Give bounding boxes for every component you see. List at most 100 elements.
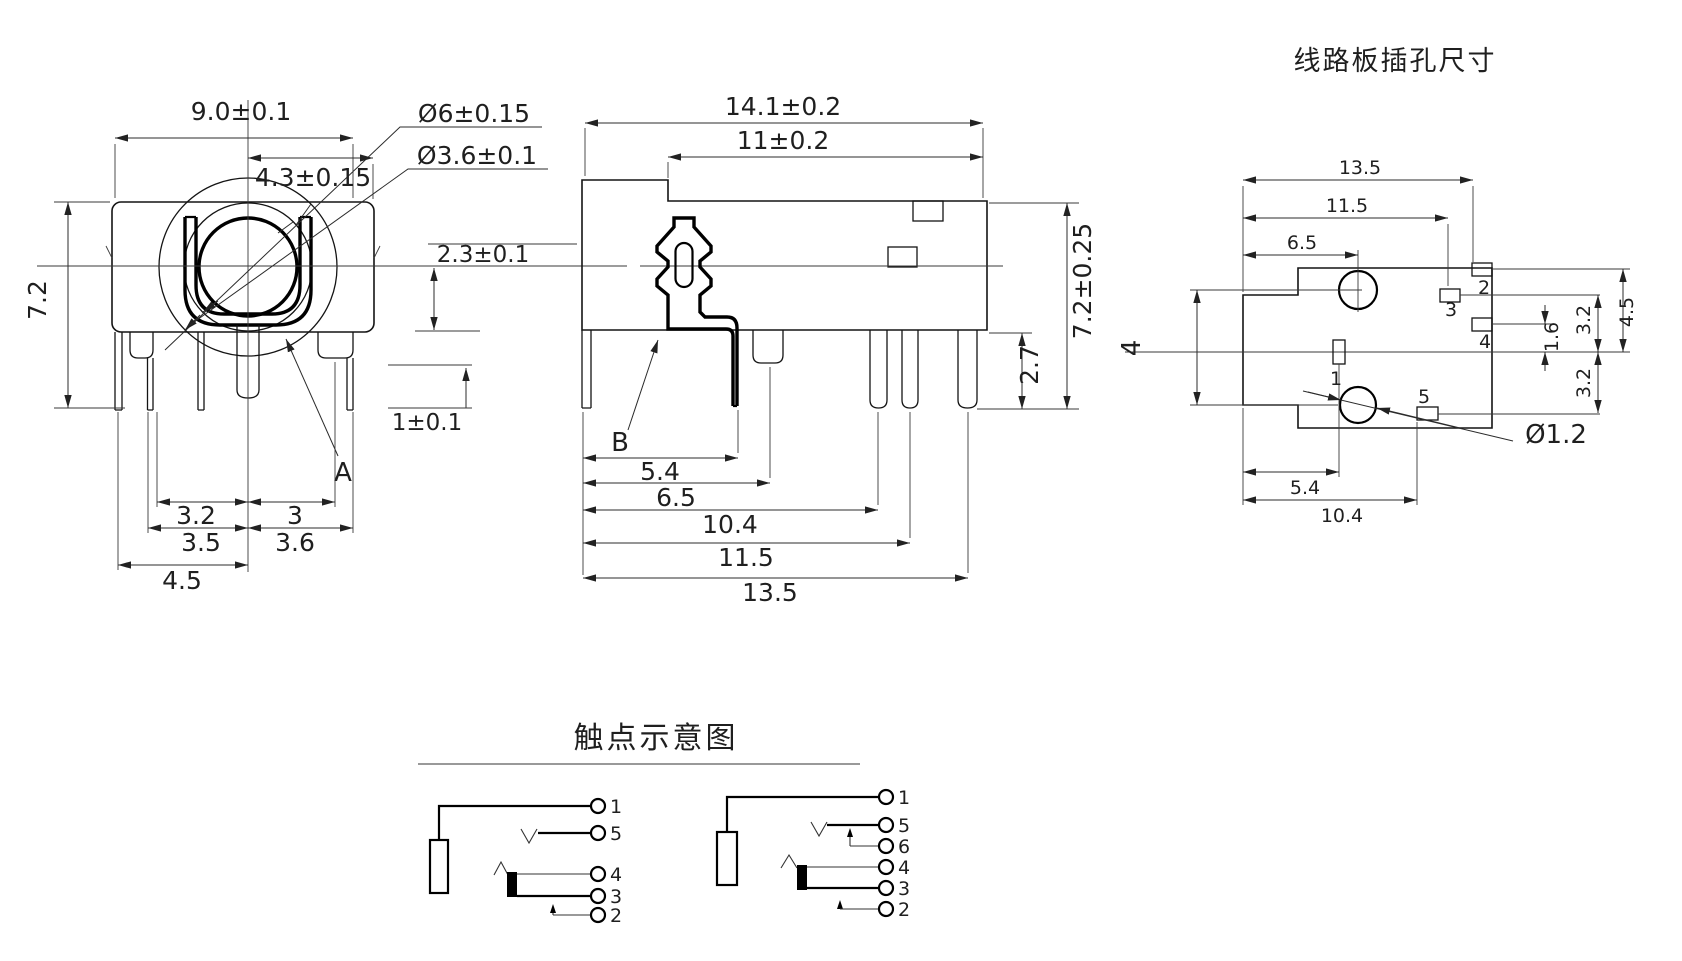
contact-schematic: 触点示意图 1 5 4 3 2 [418,721,910,927]
side-latch-slot [674,241,694,289]
pcb-dim-65-text: 6.5 [1287,232,1317,254]
right-terminal-3 [877,879,895,897]
label-a-leader [285,338,339,457]
right-contact-bar [797,865,807,890]
pcb-view-title: 线路板插孔尺寸 [1294,46,1497,77]
right-terminal-6 [877,837,895,855]
pcb-pad2-label: 2 [1478,277,1490,299]
side-pin-a [869,330,888,409]
dim-body-width-ext [114,144,354,198]
right-contact-caret [780,853,798,869]
right-line-t1 [725,795,879,832]
right-terminal-1 [877,788,895,806]
pcb-pad1-label: 1 [1330,368,1342,390]
front-pin-right-lead [346,358,354,411]
pcb-dim-115-text: 11.5 [1326,195,1368,217]
right-terminal-2 [877,900,895,918]
pcb-pad5-label: 5 [1418,386,1430,408]
pcb-pad-4 [1471,317,1493,332]
pcb-dim-45-text: 4.5 [1616,297,1638,327]
right-terminal-6-label: 6 [898,836,910,858]
dim-32-text: 3.2 [176,501,216,530]
right-terminal-3-label: 3 [898,878,910,900]
left-line-t1 [437,804,591,840]
dim-body-height-ext [54,201,125,409]
left-terminal-4 [589,865,607,883]
pcb-hole-dia-arrow-right [1376,407,1461,429]
schematic-right-circuit: 1 5 6 4 3 2 [715,787,910,921]
pcb-pad-3 [1439,288,1461,303]
left-terminal-3-label: 3 [610,886,622,908]
left-contact-v [520,828,538,845]
left-terminal-4-label: 4 [610,864,622,886]
label-a: A [334,458,352,488]
dim-side-height-text: 7.2±0.25 [1068,223,1097,339]
left-line-t2 [552,913,591,916]
pcb-dim-135-text: 13.5 [1339,157,1381,179]
dim-total-length-text: 14.1±0.2 [725,92,841,121]
side-view: 14.1±0.2 11±0.2 2.7 7.2±0.25 5.4 6.5 10.… [581,92,1097,607]
right-terminal-2-label: 2 [898,899,910,921]
dim-pin-offset-text: 1±0.1 [392,410,462,436]
side-front-leg [581,330,592,409]
left-switch-arrow [550,904,556,913]
front-body-outline [111,201,375,333]
pcb-pad-2 [1471,262,1493,277]
schematic-left-circuit: 1 5 4 3 2 [428,796,622,927]
right-terminal-5 [877,816,895,834]
side-latch-foot [666,316,735,406]
pcb-bottom-dim-ext [1242,408,1418,505]
pcb-dim-135-ext [1242,186,1474,292]
outer-dia-leader [164,126,542,351]
inner-dia-leader [189,168,548,326]
dim-inner-dia-text: Ø3.6±0.1 [417,141,537,170]
left-terminal-3 [589,887,607,905]
pcb-board-outline [1242,267,1493,429]
front-pin-dim-ext-lines [117,362,354,570]
dim-side-height-ext [977,202,1079,410]
dim-pin3-text: 10.4 [702,510,758,539]
dim-pin2-text: 6.5 [656,483,696,512]
front-body-chamfer-ticks [105,245,381,259]
pcb-dim-54-text: 5.4 [1290,477,1320,499]
dim-body-length-text: 11±0.2 [737,126,830,155]
side-pin-dim-ext-lines [582,367,969,575]
dim-outer-dia-text: Ø6±0.15 [418,99,530,128]
dim-36-text: 3.6 [275,528,315,557]
left-contact-bar [507,872,517,897]
dim-body-height-text: 7.2 [23,280,52,320]
left-terminal-5-label: 5 [610,823,622,845]
dim-3-text: 3 [287,501,303,530]
left-terminal-1 [589,797,607,815]
dim-inner-width-text: 4.3±0.15 [255,163,371,192]
pcb-dim-32b-text: 3.2 [1573,368,1595,398]
inner-dia-arrows [203,221,294,312]
side-body-notch-top [912,200,944,222]
front-pin-far-left [114,332,123,411]
side-pin-c [957,330,978,409]
side-pin-b [901,330,919,409]
pcb-dim-4-text: 4 [1117,340,1147,357]
right-switch-arrow-t2 [837,900,843,909]
dim-pin5-text: 13.5 [742,578,798,607]
pcb-pad3-label: 3 [1445,299,1457,321]
dim-center-offset-text: 2.3±0.1 [437,242,529,268]
label-b: B [611,428,629,458]
left-terminal-2 [589,906,607,924]
pcb-hole-dia-text: Ø1.2 [1525,420,1587,450]
side-body-notch-mid [887,246,918,268]
right-terminal-5-label: 5 [898,815,910,837]
left-terminal-2-label: 2 [610,905,622,927]
pcb-dim-16-text: 1.6 [1541,322,1563,352]
label-b-leader [627,339,659,431]
front-pin-mid [197,332,205,411]
left-terminal-1-label: 1 [610,796,622,818]
dim-pin1-text: 5.4 [640,457,680,486]
left-contact-caret [493,860,509,876]
right-switch-arrow-t6 [847,828,853,837]
pcb-pad4-label: 4 [1479,331,1491,353]
dim-body-width-text: 9.0±0.1 [191,97,291,126]
pcb-hole-bottom [1338,385,1378,425]
